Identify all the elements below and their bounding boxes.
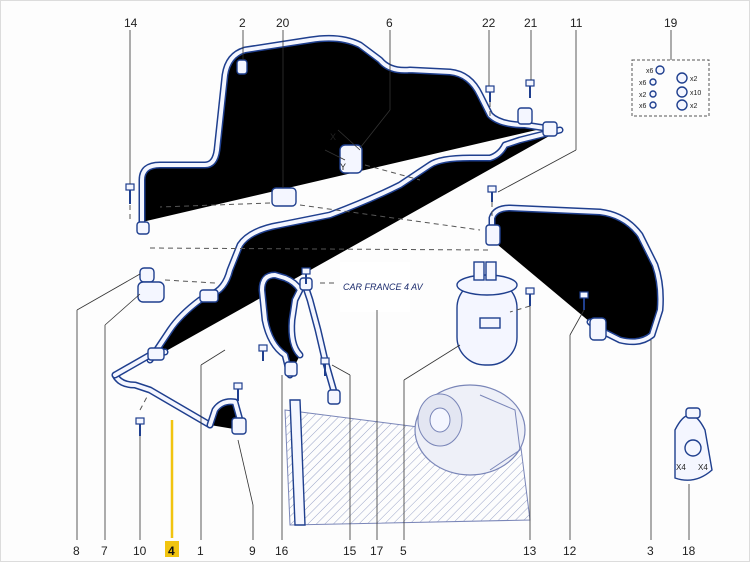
seal-qty-5: x10	[690, 90, 701, 97]
fittings	[136, 59, 607, 435]
watermark-text: CAR FRANCE 4 AV	[343, 282, 424, 292]
bolt-9	[233, 382, 243, 401]
bolt-14	[125, 183, 135, 204]
part-18-bag: X4 X4	[674, 407, 713, 481]
bolt-16	[258, 344, 268, 361]
bolt-15	[320, 357, 330, 376]
leader-lines	[76, 30, 690, 540]
fitting-15	[327, 389, 341, 405]
callout-9: 9	[249, 544, 256, 558]
fitting-2	[236, 59, 248, 75]
callout-8: 8	[73, 544, 80, 558]
callouts-top: 14 2 20 6 22 21 11 19	[124, 16, 678, 30]
part18-qty-left: X4	[676, 463, 686, 472]
callout-2: 2	[239, 16, 246, 30]
bolt-21	[525, 79, 535, 98]
fitting-4	[147, 347, 165, 361]
seal-qty-1: x6	[646, 68, 654, 75]
callout-21: 21	[524, 16, 538, 30]
dim-mark-b: Y	[340, 162, 346, 172]
callout-17: 17	[370, 544, 384, 558]
callout-7: 7	[101, 544, 108, 558]
refrigerant-pipes	[115, 38, 661, 430]
callouts-bottom: 8 7 10 4 1 9 16 15 17 5 13 12 3 18	[73, 541, 696, 558]
receiver-drier	[456, 261, 518, 366]
fitting-22	[542, 121, 558, 137]
bolt-22	[485, 85, 495, 102]
seal-8	[139, 267, 155, 283]
fitting-12	[589, 317, 607, 341]
callout-18: 18	[682, 544, 696, 558]
fitting-14	[136, 221, 150, 235]
callout-19: 19	[664, 16, 678, 30]
seal-qty-4: x2	[639, 92, 647, 99]
fitting-9	[231, 417, 247, 435]
callout-6: 6	[386, 16, 393, 30]
bolts	[125, 79, 589, 436]
fitting-16	[284, 361, 298, 377]
assembly-lines	[129, 102, 531, 411]
seal-qty-7: x2	[690, 103, 698, 110]
callout-22: 22	[482, 16, 496, 30]
callout-11: 11	[570, 16, 583, 30]
callout-10: 10	[133, 544, 147, 558]
callout-14: 14	[124, 16, 138, 30]
fitting-11	[485, 224, 501, 246]
callout-3: 3	[647, 544, 654, 558]
bolt-11	[487, 185, 497, 202]
part18-qty-right: X4	[698, 463, 708, 472]
clip-20	[271, 187, 297, 207]
callout-20: 20	[276, 16, 290, 30]
callout-15: 15	[343, 544, 357, 558]
seal-qty-2: x6	[639, 80, 647, 87]
bolt-13	[525, 287, 535, 306]
bolt-10	[135, 417, 145, 436]
clip-7	[137, 281, 165, 303]
seal-qty-6: x6	[639, 103, 647, 110]
callout-13: 13	[523, 544, 537, 558]
callout-4: 4	[168, 544, 175, 558]
dimension-marks: X Y	[324, 129, 361, 172]
callout-4-highlight	[165, 541, 179, 557]
compressor	[414, 384, 526, 476]
callout-12: 12	[563, 544, 577, 558]
watermark: CAR FRANCE 4 AV	[340, 262, 424, 312]
seal-qty-3: x2	[690, 76, 698, 83]
dim-mark-a: X	[330, 132, 336, 142]
bolt-12	[579, 291, 589, 310]
callout-5: 5	[400, 544, 407, 558]
fitting-21	[517, 107, 533, 125]
seal-kit-19: x6 x6 x2 x2 x10 x6 x2	[631, 59, 710, 117]
callout-1: 1	[197, 544, 204, 558]
fitting-1	[199, 289, 219, 303]
callout-16: 16	[275, 544, 289, 558]
valve-6	[339, 144, 363, 174]
bolt-17	[301, 267, 311, 284]
